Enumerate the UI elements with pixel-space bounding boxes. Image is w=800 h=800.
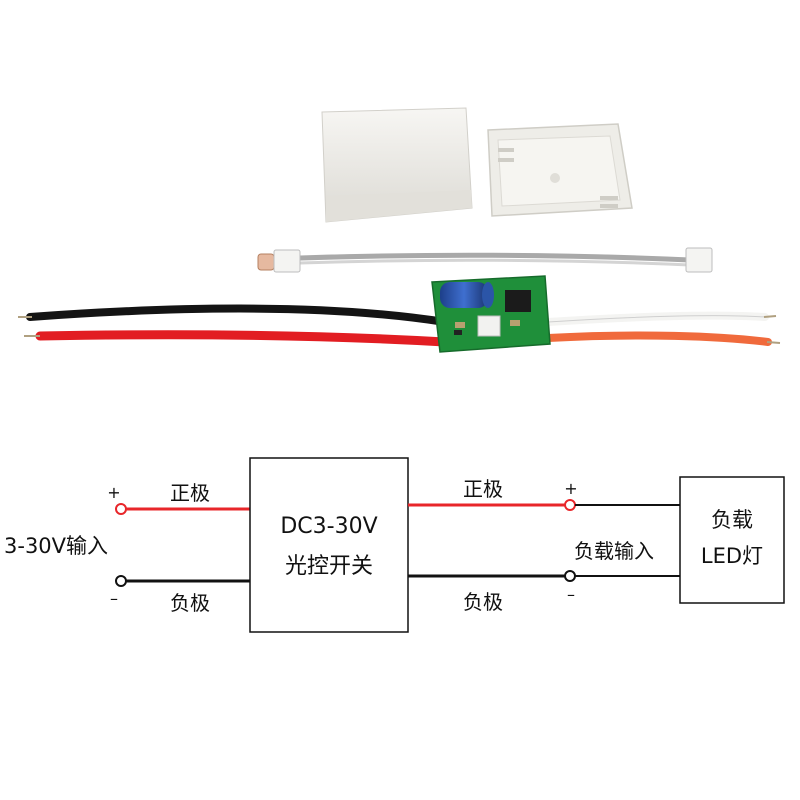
load-box — [679, 476, 785, 604]
enclosure-body-image — [321, 107, 473, 223]
module-subtitle: 光控开关 — [285, 554, 373, 579]
output-plus-sign: + — [564, 479, 577, 498]
load-subtitle: LED灯 — [701, 544, 763, 568]
load-input-label: 负载输入 — [574, 539, 654, 563]
wiring-diagram: + – 3-30V输入 正极 负极 DC3-30V 光控开关 正极 负极 + –… — [4, 457, 785, 633]
left-positive-label: 正极 — [170, 481, 210, 505]
module-box — [249, 457, 409, 633]
enclosure-lid-image — [487, 123, 633, 217]
module-title: DC3-30V — [280, 514, 377, 539]
input-plus-sign: + — [107, 483, 120, 502]
pcb-module-image — [431, 275, 551, 353]
input-minus-sign: – — [110, 589, 118, 608]
input-negative-terminal — [115, 575, 127, 587]
output-negative-terminal — [564, 570, 576, 582]
output-minus-sign: – — [567, 585, 575, 604]
left-negative-label: 负极 — [170, 591, 210, 615]
input-voltage-label: 3-30V输入 — [4, 534, 108, 558]
product-photo — [18, 107, 781, 353]
load-title: 负载 — [711, 508, 753, 532]
wire-harness-image — [18, 304, 781, 347]
input-positive-terminal — [115, 503, 127, 515]
right-positive-label: 正极 — [463, 477, 503, 501]
output-positive-terminal — [564, 499, 576, 511]
right-negative-label: 负极 — [463, 590, 503, 614]
sensor-cable-image — [257, 247, 713, 273]
